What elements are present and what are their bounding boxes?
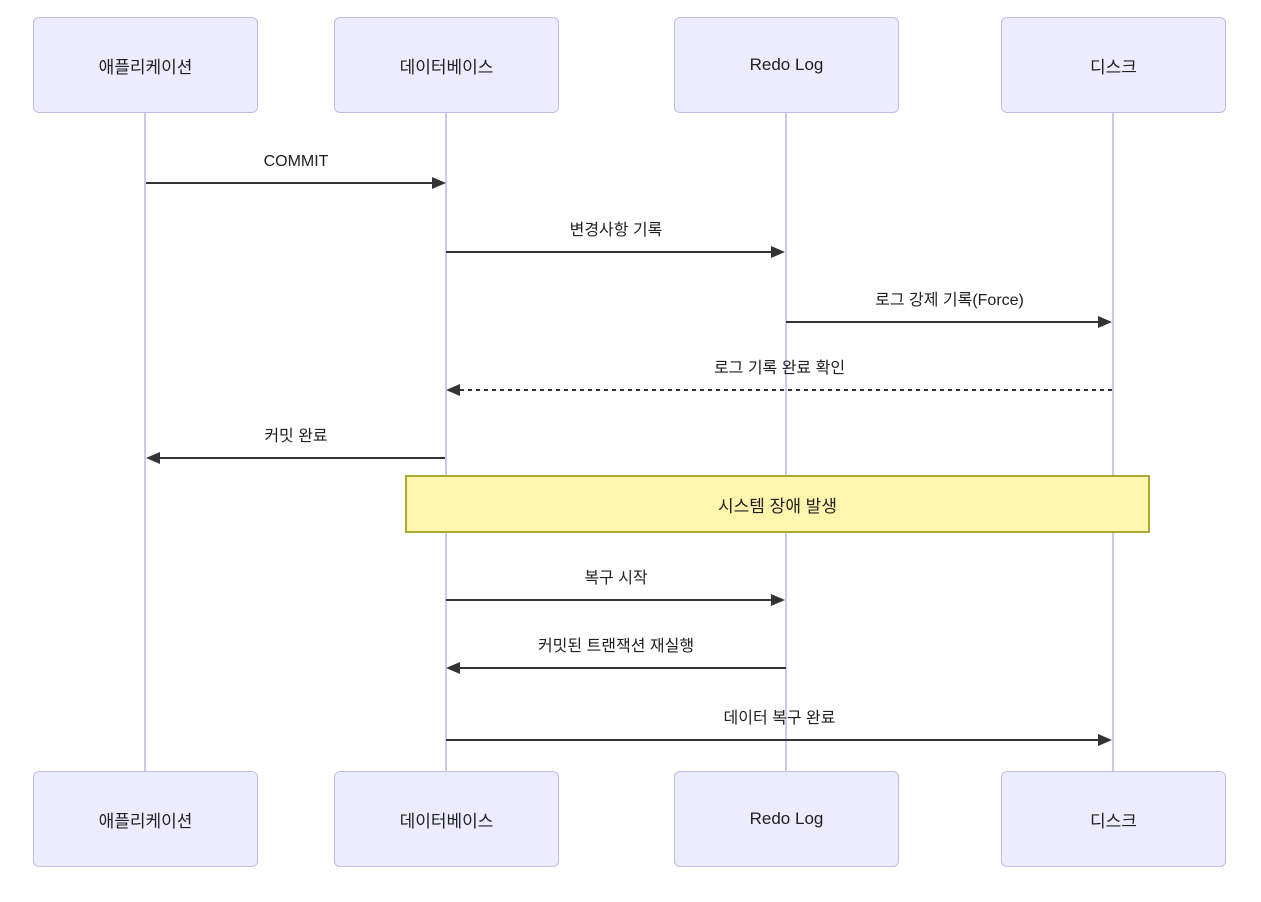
actor-bottom-database: 데이터베이스 [334,771,559,867]
note-label: 시스템 장애 발생 [718,496,837,516]
message-line-recovery-start [446,599,772,601]
actor-top-application: 애플리케이션 [33,17,258,113]
actor-label: 애플리케이션 [98,57,193,77]
lifeline-application [144,113,146,771]
message-label-log-change: 변경사항 기록 [569,222,663,239]
message-line-commit [146,182,433,184]
message-line-redo-committed [460,667,786,669]
message-line-log-confirm [460,389,1112,391]
actor-label: Redo Log [749,809,824,828]
actor-label: Redo Log [749,55,824,74]
actor-top-redolog: Redo Log [674,17,899,113]
message-label-log-confirm: 로그 기록 완료 확인 [713,360,846,377]
message-label-commit-done: 커밋 완료 [264,428,328,445]
actor-label: 디스크 [1090,57,1137,77]
message-label-redo-committed: 커밋된 트랜잭션 재실행 [537,638,695,655]
actor-label: 애플리케이션 [98,811,193,831]
actor-label: 데이터베이스 [399,811,494,831]
message-label-recovery-start: 복구 시작 [584,570,648,587]
lifeline-database [445,113,447,771]
message-line-commit-done [160,457,445,459]
message-label-commit: COMMIT [263,153,329,170]
actor-bottom-disk: 디스크 [1001,771,1226,867]
lifeline-disk [1112,113,1114,771]
arrowhead-left-icon [446,384,460,396]
arrowhead-right-icon [771,246,785,258]
actor-top-database: 데이터베이스 [334,17,559,113]
actor-label: 데이터베이스 [399,57,494,77]
arrowhead-right-icon [1098,734,1112,746]
actor-label: 디스크 [1090,811,1137,831]
arrowhead-right-icon [771,594,785,606]
arrowhead-left-icon [446,662,460,674]
message-line-force-write [786,321,1099,323]
lifeline-redolog [785,113,787,771]
actor-top-disk: 디스크 [1001,17,1226,113]
arrowhead-right-icon [1098,316,1112,328]
message-line-log-change [446,251,772,253]
arrowhead-right-icon [432,177,446,189]
message-label-recovery-done: 데이터 복구 완료 [723,710,836,727]
message-line-recovery-done [446,739,1099,741]
arrowhead-left-icon [146,452,160,464]
note-system-failure: 시스템 장애 발생 [405,475,1150,533]
message-label-force-write: 로그 강제 기록(Force) [875,292,1024,309]
actor-bottom-redolog: Redo Log [674,771,899,867]
actor-bottom-application: 애플리케이션 [33,771,258,867]
